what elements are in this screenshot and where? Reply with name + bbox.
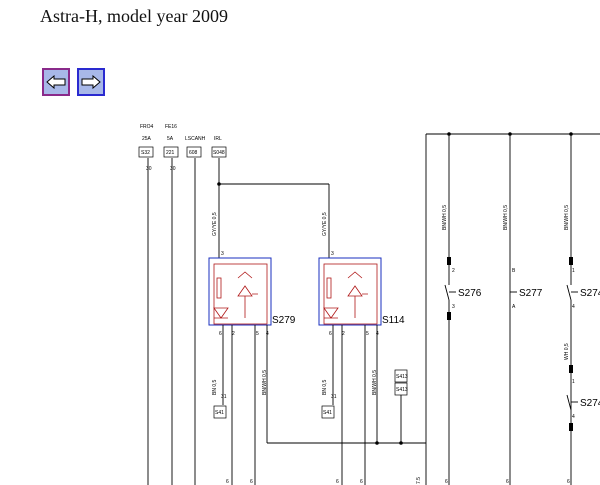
svg-text:FRO4: FRO4 xyxy=(140,124,154,130)
svg-text:6: 6 xyxy=(336,479,339,485)
wire-label: GY/YE 0,5 xyxy=(322,212,328,236)
svg-text:30: 30 xyxy=(170,166,176,172)
module-s114: 3 S114 6 2 5 4 xyxy=(318,251,405,337)
svg-text:WH 0,5: WH 0,5 xyxy=(564,343,570,360)
svg-text:5A: 5A xyxy=(167,136,174,142)
svg-text:S32: S32 xyxy=(141,150,150,156)
module-s279: 3 S279 6 2 5 4 xyxy=(208,251,296,337)
svg-text:6: 6 xyxy=(250,479,253,485)
svg-text:S277: S277 xyxy=(519,288,543,299)
svg-text:S413: S413 xyxy=(396,387,408,393)
svg-text:4: 4 xyxy=(572,414,575,420)
svg-text:221: 221 xyxy=(166,150,175,156)
ground-g2: 31 S41 xyxy=(321,394,337,419)
svg-text:6: 6 xyxy=(506,479,509,485)
svg-text:S279: S279 xyxy=(272,315,296,326)
svg-text:S41: S41 xyxy=(215,410,224,416)
svg-text:5: 5 xyxy=(256,331,259,337)
svg-text:31: 31 xyxy=(331,394,337,400)
svg-text:5: 5 xyxy=(366,331,369,337)
svg-text:1: 1 xyxy=(572,379,575,385)
splice-s413: S413 S413 xyxy=(394,369,408,396)
svg-text:LSCANH: LSCANH xyxy=(185,136,206,142)
switch-s274r: WH 0,5 1 S274R 4 xyxy=(564,343,600,431)
svg-text:BN 0,5: BN 0,5 xyxy=(322,379,328,395)
svg-text:3: 3 xyxy=(331,251,334,257)
svg-text:6: 6 xyxy=(360,479,363,485)
switch-s277: B S277 A BN/WH 0,5 xyxy=(503,132,543,485)
arrow-left-icon xyxy=(46,75,66,89)
svg-text:IRL: IRL xyxy=(214,136,222,142)
fuse-fe16: FE16 5A 221 30 xyxy=(163,124,179,172)
svg-text:4: 4 xyxy=(572,304,575,310)
back-button[interactable] xyxy=(42,68,70,96)
svg-text:S048: S048 xyxy=(213,150,225,156)
svg-text:7.5: 7.5 xyxy=(416,477,422,484)
svg-text:BN/WH 0,5: BN/WH 0,5 xyxy=(503,205,509,230)
svg-text:B: B xyxy=(512,268,516,274)
svg-text:6: 6 xyxy=(329,331,332,337)
svg-text:3: 3 xyxy=(452,304,455,310)
fuse-irl: IRL S048 xyxy=(211,136,227,158)
svg-text:BN 0,5: BN 0,5 xyxy=(212,379,218,395)
arrow-right-icon xyxy=(81,75,101,89)
svg-text:6: 6 xyxy=(567,479,570,485)
svg-text:S274R: S274R xyxy=(580,398,600,409)
svg-text:S114: S114 xyxy=(382,315,405,326)
svg-text:25A: 25A xyxy=(142,136,152,142)
page-title: Astra-H, model year 2009 xyxy=(40,6,228,26)
switch-s276: 2 S276 3 BN/WH 0,5 xyxy=(442,132,482,485)
fuse-lscanh: LSCANH 608 xyxy=(185,136,206,158)
svg-text:BN/WH 0,5: BN/WH 0,5 xyxy=(564,205,570,230)
svg-text:2: 2 xyxy=(452,268,455,274)
fuse-frO4: FRO4 25A S32 30 xyxy=(138,124,154,172)
svg-text:FE16: FE16 xyxy=(165,124,177,130)
forward-button[interactable] xyxy=(77,68,105,96)
svg-text:2: 2 xyxy=(232,331,235,337)
svg-text:1: 1 xyxy=(572,268,575,274)
svg-text:4: 4 xyxy=(376,331,379,337)
svg-text:3: 3 xyxy=(221,251,224,257)
svg-text:2: 2 xyxy=(342,331,345,337)
svg-text:S276: S276 xyxy=(458,288,482,299)
svg-text:31: 31 xyxy=(221,394,227,400)
svg-text:4: 4 xyxy=(266,331,269,337)
ground-g1: 31 S41 xyxy=(213,394,227,419)
svg-text:BN/WH 0,5: BN/WH 0,5 xyxy=(372,370,378,395)
svg-text:6: 6 xyxy=(219,331,222,337)
svg-text:S413: S413 xyxy=(396,374,408,380)
svg-text:30: 30 xyxy=(146,166,152,172)
switch-s274l: 1 S274L 4 BN/WH 0,5 xyxy=(564,132,600,485)
svg-text:BN/WH 0,5: BN/WH 0,5 xyxy=(442,205,448,230)
svg-text:6: 6 xyxy=(445,479,448,485)
wire-label: GY/YE 0,5 xyxy=(212,212,218,236)
svg-text:608: 608 xyxy=(189,150,198,156)
svg-text:BN/WH 0,5: BN/WH 0,5 xyxy=(262,370,268,395)
svg-text:S274L: S274L xyxy=(580,288,600,299)
svg-text:S41: S41 xyxy=(323,410,332,416)
svg-text:A: A xyxy=(512,304,516,310)
svg-text:6: 6 xyxy=(226,479,229,485)
